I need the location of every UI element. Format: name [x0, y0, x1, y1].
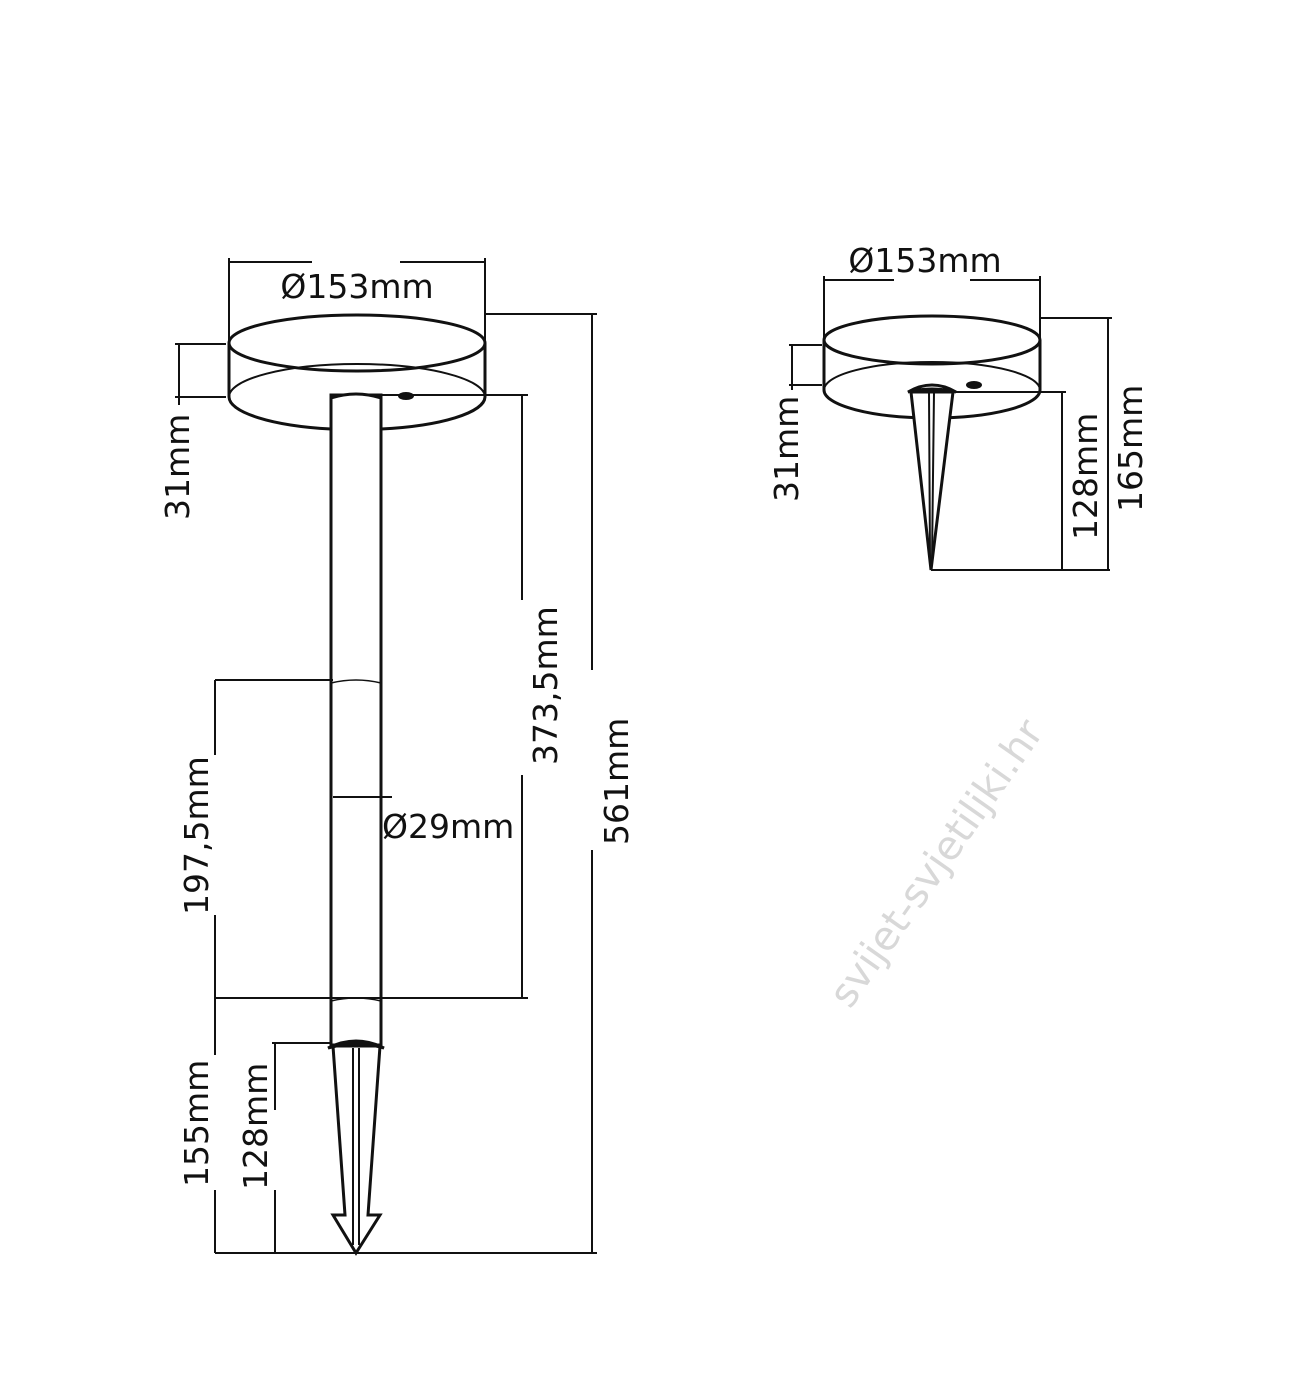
left-view: Ø153mm 31mm 373,5mm 561mm 197,5mm Ø29mm …	[158, 258, 636, 1256]
head-diameter-label: Ø153mm	[848, 241, 1001, 280]
head-diameter-label: Ø153mm	[280, 267, 433, 306]
sensor-dot	[966, 381, 982, 389]
pole	[329, 393, 383, 1047]
band-segment-label: 197,5mm	[177, 756, 216, 915]
head-height-label: 31mm	[158, 414, 197, 520]
head-height-label: 31mm	[767, 396, 806, 502]
lower-section-label: 155mm	[177, 1060, 216, 1187]
ground-spike	[327, 1039, 385, 1256]
pole-length-label: 373,5mm	[526, 606, 565, 765]
lamp-head	[227, 313, 487, 431]
right-view: Ø153mm 31mm 128mm 165mm	[767, 241, 1150, 571]
spike-length-label: 128mm	[236, 1063, 275, 1190]
total-height-label: 561mm	[597, 718, 636, 845]
watermark: svijet-svjetiljki.hr	[821, 711, 1054, 1016]
spike-length-label: 128mm	[1066, 413, 1105, 540]
pole-diameter-label: Ø29mm	[382, 807, 514, 846]
total-height-label: 165mm	[1111, 385, 1150, 512]
ground-spike	[907, 383, 957, 571]
lamp-head	[822, 314, 1042, 420]
